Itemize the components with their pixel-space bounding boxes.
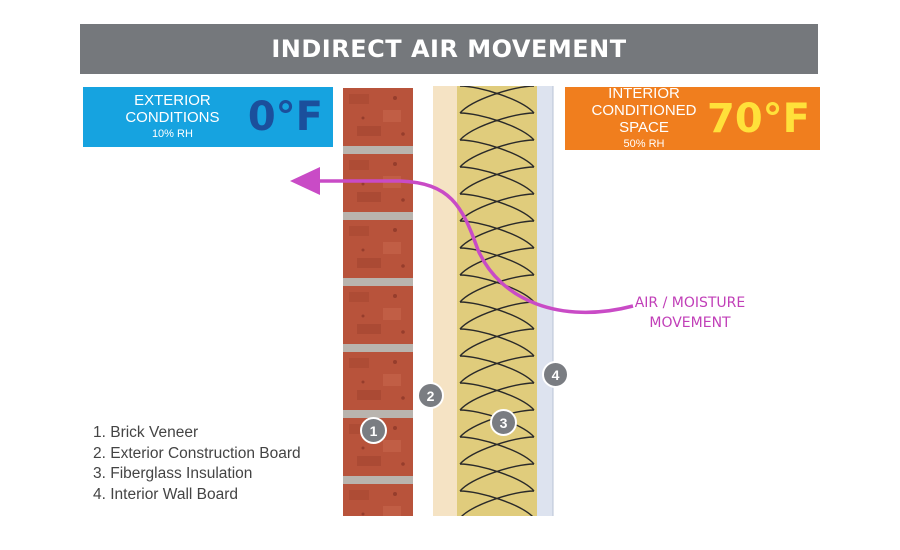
- brick-veneer-layer: [343, 88, 413, 516]
- legend-item: 3. Fiberglass Insulation: [93, 464, 301, 485]
- legend-item: 4. Interior Wall Board: [93, 485, 301, 506]
- interior-wall-board-layer: [537, 86, 553, 516]
- badge-fiberglass-insulation: 3: [490, 409, 517, 436]
- airflow-arrowhead: [290, 167, 320, 195]
- annotation-line1: AIR / MOISTURE: [620, 293, 760, 313]
- legend-item: 1. Brick Veneer: [93, 423, 301, 444]
- legend-item: 2. Exterior Construction Board: [93, 444, 301, 465]
- air-moisture-annotation: AIR / MOISTURE MOVEMENT: [620, 293, 760, 333]
- badge-brick-veneer: 1: [360, 417, 387, 444]
- badge-interior-wall-board: 4: [542, 361, 569, 388]
- layer-legend: 1. Brick Veneer 2. Exterior Construction…: [93, 423, 301, 505]
- badge-construction-board: 2: [417, 382, 444, 409]
- annotation-line2: MOVEMENT: [620, 313, 760, 333]
- exterior-construction-board-layer: [433, 86, 457, 516]
- fiberglass-insulation-layer: [457, 86, 537, 516]
